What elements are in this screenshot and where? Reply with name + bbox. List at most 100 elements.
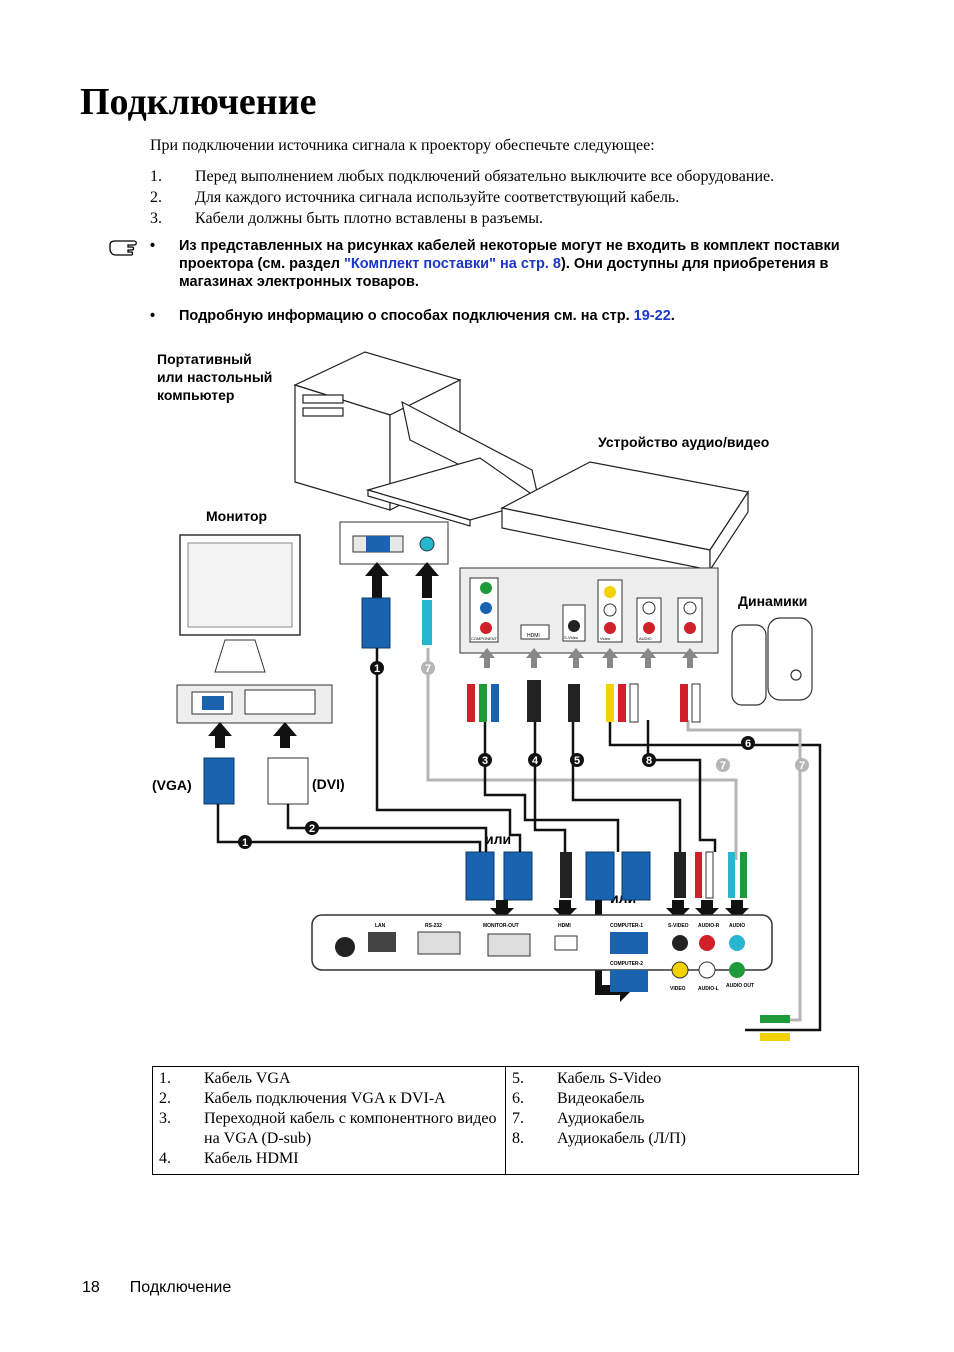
note-text: ). Они доступны для приобретения в магаз…: [179, 256, 829, 290]
step-number: 2.: [150, 189, 162, 206]
audio-l-port-label: AUDIO-L: [698, 986, 719, 992]
legend-number: 6.: [512, 1090, 524, 1107]
bullet: •: [150, 238, 156, 254]
page-title: Подключение: [80, 81, 317, 123]
note-text: Подробную информацию о способах подключе…: [179, 308, 634, 324]
legend-number: 2.: [159, 1090, 171, 1107]
legend-item: 4. Кабель HDMI: [153, 1149, 505, 1169]
page-number: 18: [82, 1279, 100, 1296]
computer2-port-label: COMPUTER-2: [610, 961, 643, 967]
video-port-label: VIDEO: [670, 986, 686, 992]
av-port-label: HDMI: [527, 633, 540, 639]
computer-label: компьютер: [157, 387, 234, 403]
legend-text: Кабель подключения VGA к DVI-A: [204, 1090, 446, 1107]
connection-diagram: Портативный или настольный компьютер Уст…: [152, 351, 822, 1041]
vga-connectors: [203, 597, 651, 901]
av-port-label: Video: [600, 636, 611, 641]
pointing-hand-icon: [109, 240, 137, 256]
legend-column-left: 1. Кабель VGA 2. Кабель подключения VGA к …: [153, 1067, 506, 1174]
cable-number: 1: [374, 663, 380, 675]
monitor: [179, 534, 301, 673]
legend-text: Видеокабель: [557, 1090, 645, 1107]
or-label: или: [485, 831, 511, 847]
cable-number: 7: [799, 760, 805, 772]
svideo-port-label: S-VIDEO: [668, 923, 689, 929]
legend-item: 5. Кабель S-Video: [506, 1069, 858, 1089]
av-port-label: COMPONENT: [471, 636, 498, 641]
note-body: Подробную информацию о способах подключе…: [179, 307, 859, 325]
lan-port-label: LAN: [375, 923, 386, 929]
step-number: 1.: [150, 168, 162, 185]
legend-number: 7.: [512, 1110, 524, 1127]
footer-section: Подключение: [129, 1279, 232, 1296]
computer1-port-label: COMPUTER-1: [610, 923, 643, 929]
audio-out-port-label: AUDIO OUT: [726, 983, 754, 989]
legend-text: Кабель VGA: [204, 1070, 291, 1087]
cable-legend-table: 1. Кабель VGA 2. Кабель подключения VGA к …: [152, 1066, 859, 1175]
legend-text: Аудиокабель: [557, 1110, 645, 1127]
monitor-port-panel: [176, 684, 333, 724]
legend-number: 3.: [159, 1110, 171, 1127]
legend-text: Кабель S-Video: [557, 1070, 662, 1087]
cable-number: 6: [745, 738, 751, 750]
laptop-computer: [365, 400, 542, 527]
intro-text: При подключении источника сигнала к прое…: [150, 137, 655, 154]
note-body: Из представленных на рисунках кабелей не…: [179, 237, 859, 291]
speakers: [731, 617, 813, 706]
pages-link[interactable]: 19-22: [633, 308, 671, 324]
legend-number: 1.: [159, 1070, 171, 1087]
cable-number: 1: [242, 837, 248, 849]
cable-number: 7: [425, 663, 431, 675]
legend-item: 8. Аудиокабель (Л/П): [506, 1129, 858, 1149]
step-text: Для каждого источника сигнала используйт…: [195, 189, 680, 206]
steps-list: 1. Перед выполнением любых подключений об…: [150, 168, 774, 231]
step-number: 3.: [150, 210, 162, 227]
hdmi-port-label: HDMI: [558, 923, 571, 929]
dvi-label: (DVI): [312, 776, 345, 792]
step-item: 3. Кабели должны быть плотно вставлены в …: [150, 210, 774, 231]
computer-label: или настольный: [157, 369, 272, 385]
projector-back-panel: LAN RS-232 MONITOR-OUT HDMI COMPUTER-1 C…: [311, 914, 773, 992]
legend-item: 3. Переходной кабель с компонентного виде…: [153, 1109, 505, 1149]
legend-number: 4.: [159, 1150, 171, 1167]
legend-item: 7. Аудиокабель: [506, 1109, 858, 1129]
av-port-label: S-Video: [564, 635, 579, 640]
av-port-panel: COMPONENT HDMI S-Video Video AUDIO: [459, 567, 719, 654]
cable-number: 8: [646, 755, 652, 767]
step-text: Кабели должны быть плотно вставлены в ра…: [195, 210, 544, 227]
legend-item: 1. Кабель VGA: [153, 1069, 505, 1089]
cable-number: 3: [482, 755, 488, 767]
cable-number: 7: [720, 760, 726, 772]
legend-number: 5.: [512, 1070, 524, 1087]
legend-text: Аудиокабель (Л/П): [557, 1130, 686, 1147]
note-text: .: [670, 308, 675, 324]
cable-number-badges: 1 1 2 3 4 5 6 7 7 7 8: [238, 661, 809, 849]
cable-plugs: [422, 600, 790, 1041]
note-text: Из представленных на рисунках кабелей не…: [179, 238, 840, 272]
note-connection-info: • Подробную информацию о способах подклю…: [150, 307, 859, 325]
legend-column-right: 5. Кабель S-Video 6. Видеокабель 7. Аудиока…: [506, 1067, 858, 1174]
legend-text: Кабель HDMI: [204, 1150, 299, 1167]
computer-port-panel: [339, 521, 449, 565]
audio-port-label: AUDIO: [729, 923, 745, 929]
rs232-port-label: RS-232: [425, 923, 442, 929]
dvi-connector: [267, 757, 309, 805]
av-device-label: Устройство аудио/видео: [598, 434, 769, 450]
audio-r-port-label: AUDIO-R: [698, 923, 720, 929]
legend-text: Переходной кабель с компонентного видео …: [204, 1110, 497, 1147]
step-item: 1. Перед выполнением любых подключений об…: [150, 168, 774, 189]
bullet: •: [150, 308, 156, 324]
legend-item: 2. Кабель подключения VGA к DVI-A: [153, 1089, 505, 1109]
legend-item: 6. Видеокабель: [506, 1089, 858, 1109]
speakers-label: Динамики: [738, 593, 807, 609]
monitor-out-port-label: MONITOR-OUT: [483, 923, 519, 929]
step-item: 2. Для каждого источника сигнала использу…: [150, 189, 774, 210]
cable-number: 4: [532, 755, 539, 767]
legend-number: 8.: [512, 1130, 524, 1147]
step-text: Перед выполнением любых подключений обяз…: [195, 168, 775, 185]
connection-arrows: [208, 562, 698, 748]
computer-label: Портативный: [157, 351, 252, 367]
cable-number: 5: [574, 755, 580, 767]
cable-number: 2: [309, 823, 315, 835]
package-contents-link[interactable]: "Комплект поставки" на стр. 8: [344, 256, 561, 272]
